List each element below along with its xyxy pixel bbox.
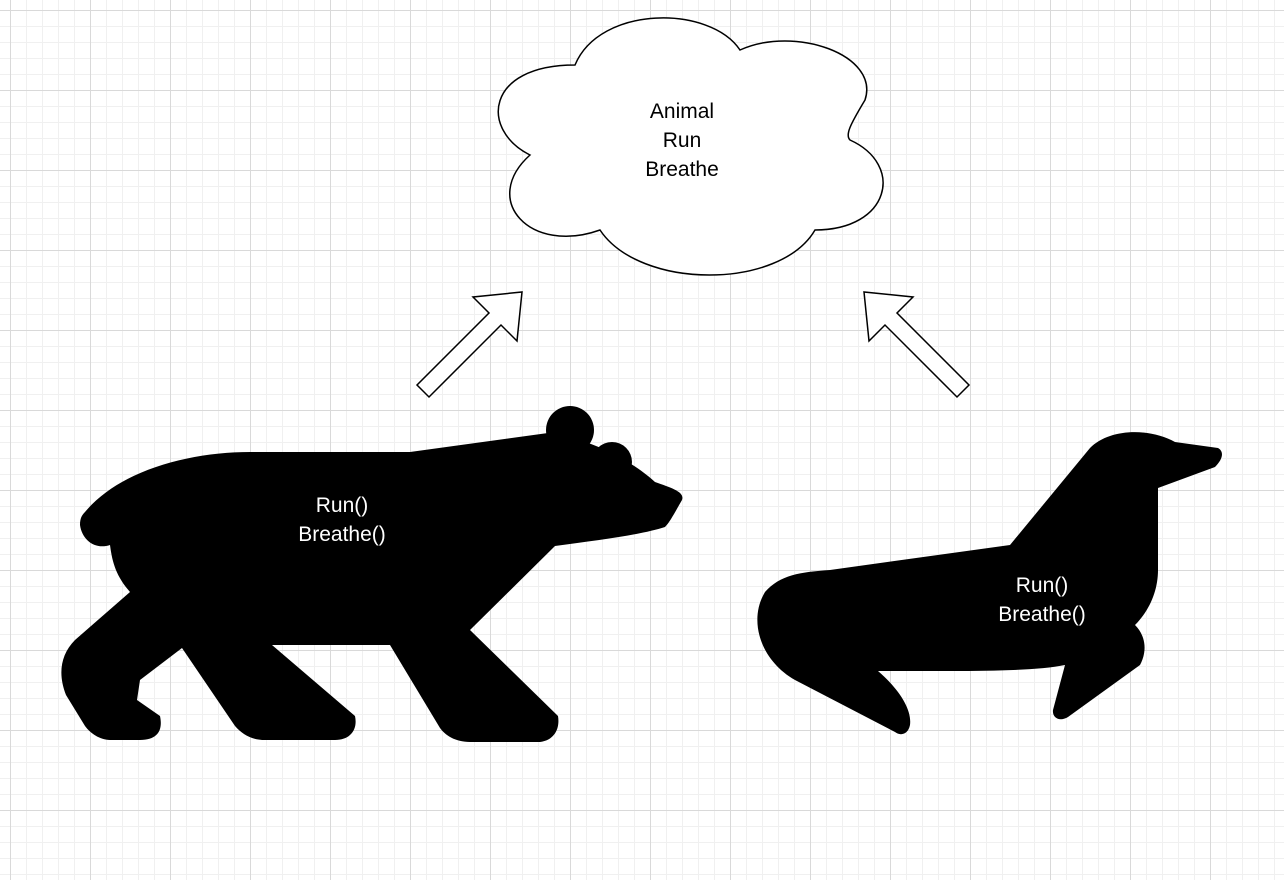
bear-silhouette[interactable] xyxy=(61,406,683,742)
cloud-line-class: Animal xyxy=(649,100,715,123)
animal-cloud-shape[interactable] xyxy=(497,17,884,276)
seal-label: Run() Breathe() xyxy=(942,571,1142,629)
bear-label: Run() Breathe() xyxy=(242,491,442,549)
seal-line-breathe: Breathe() xyxy=(998,603,1086,626)
bear-ear-2 xyxy=(592,442,632,482)
cloud-line-run: Run xyxy=(662,129,702,152)
cloud-line-breathe: Breathe xyxy=(645,158,719,181)
bear-body xyxy=(61,433,683,742)
seal-silhouette[interactable] xyxy=(757,432,1222,735)
bear-ear xyxy=(546,406,594,454)
bear-line-run: Run() xyxy=(315,494,369,517)
seal-body xyxy=(757,432,1222,735)
animal-cloud-label: Animal Run Breathe xyxy=(582,97,782,184)
seal-inherits-arrow[interactable] xyxy=(863,291,971,399)
seal-line-run: Run() xyxy=(1015,574,1069,597)
bear-line-breathe: Breathe() xyxy=(298,523,386,546)
bear-inherits-arrow[interactable] xyxy=(415,291,523,399)
